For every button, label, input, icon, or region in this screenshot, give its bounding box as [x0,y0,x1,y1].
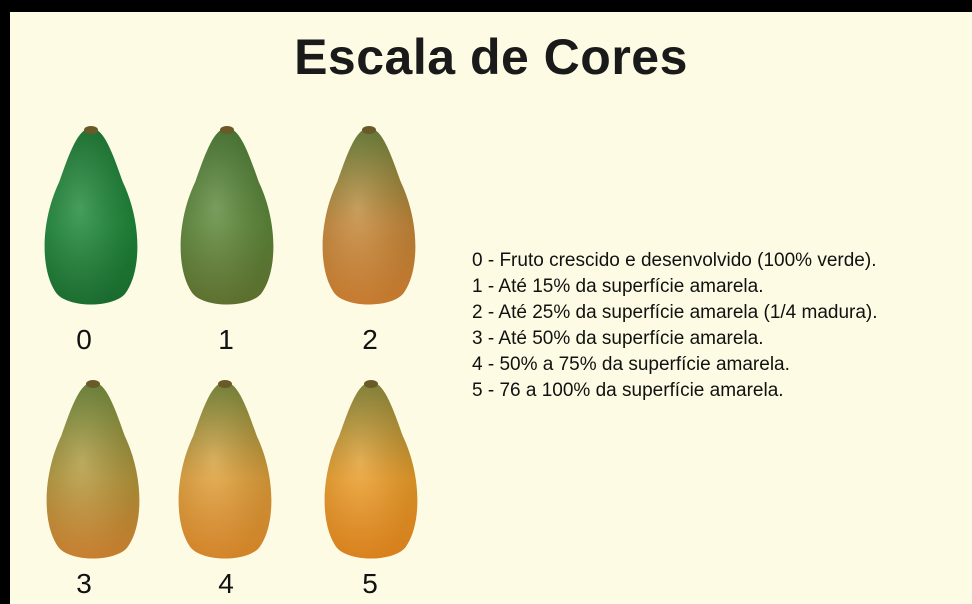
color-scale-panel: Escala de Cores 0 1 2 3 4 5 0 - Fruto cr… [10,12,972,604]
stage-label-2: 2 [362,324,378,355]
papaya-icon [322,126,416,305]
papaya-icon [178,380,272,559]
papaya-stage-3 [40,376,146,562]
legend: 0 - Fruto crescido e desenvolvido (100% … [472,248,878,404]
papaya-stage-1 [174,122,280,308]
papaya-stage-0 [38,122,144,308]
papaya-icon [44,126,138,305]
legend-item-1: 1 - Até 15% da superfície amarela. [472,276,764,297]
papaya-icon [324,380,418,559]
papaya-stage-5 [318,376,424,562]
papaya-stem [86,380,100,388]
papaya-stem [362,126,376,134]
stage-label-3: 3 [76,568,92,599]
papaya-stem [220,126,234,134]
papaya-stage-2 [316,122,422,308]
legend-item-2: 2 - Até 25% da superfície amarela (1/4 m… [472,302,878,323]
stage-label-4: 4 [218,568,234,599]
legend-item-4: 4 - 50% a 75% da superfície amarela. [472,354,790,375]
stage-label-5: 5 [362,568,378,599]
papaya-stem [218,380,232,388]
page-title: Escala de Cores [294,29,688,85]
papaya-stem [84,126,98,134]
legend-item-3: 3 - Até 50% da superfície amarela. [472,328,764,349]
legend-item-0: 0 - Fruto crescido e desenvolvido (100% … [472,250,877,271]
papaya-icon [46,380,140,559]
legend-item-5: 5 - 76 a 100% da superfície amarela. [472,380,784,401]
papaya-icon [180,126,274,305]
stage-label-1: 1 [218,324,234,355]
papaya-stage-4 [172,376,278,562]
stage-label-0: 0 [76,324,92,355]
papaya-stem [364,380,378,388]
